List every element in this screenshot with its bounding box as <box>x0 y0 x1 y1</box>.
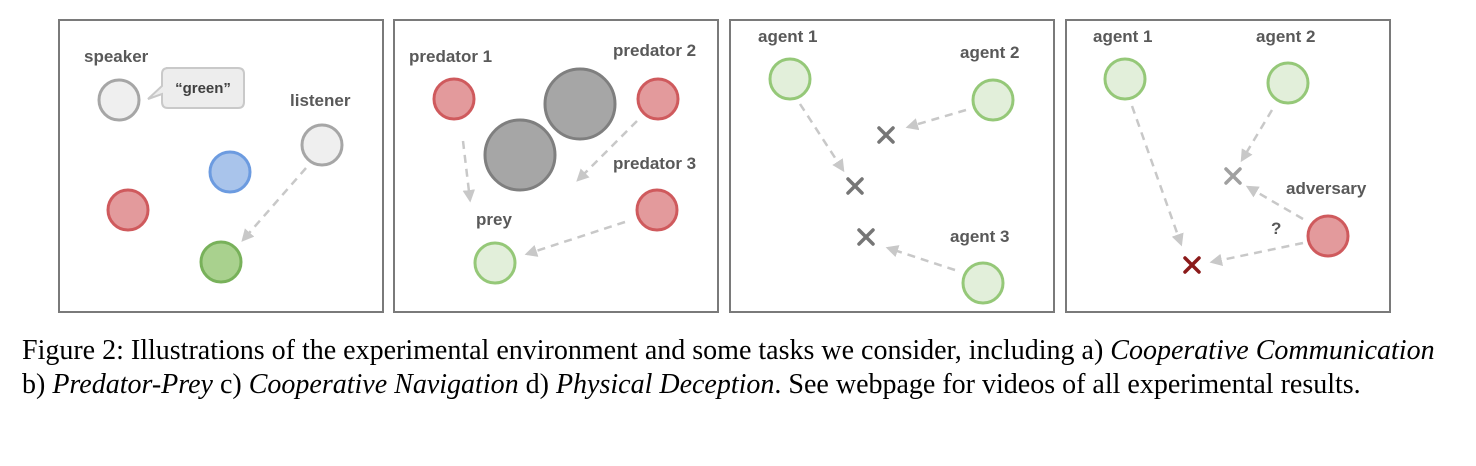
adversary-agent <box>1306 214 1350 258</box>
listener-agent <box>300 123 344 167</box>
panel-c-cooperative-navigation: agent 1 agent 2 agent 3 <box>729 19 1055 313</box>
panel-d-physical-deception: agent 1 agent 2 adversary ? <box>1065 19 1391 313</box>
figure-caption: Figure 2: Illustrations of the experimen… <box>22 334 1462 402</box>
agent3 <box>961 261 1005 305</box>
predator3-label: predator 3 <box>613 154 696 173</box>
agent3-path-arrow <box>885 245 956 272</box>
adversary-label: adversary <box>1286 179 1367 198</box>
caption-task-c: Cooperative Navigation <box>248 369 519 400</box>
speaker-agent <box>97 78 141 122</box>
predator2-label: predator 2 <box>613 41 696 60</box>
utterance-text: “green” <box>175 80 231 97</box>
agent1-path-arrow <box>1130 105 1184 247</box>
panel-d-frame <box>1065 19 1391 313</box>
prey-label: prey <box>476 210 512 229</box>
obstacle-large-top <box>543 67 617 141</box>
landmark-cross-1 <box>877 126 895 144</box>
caption-prefix: Figure 2: Illustrations of the experimen… <box>22 335 1104 366</box>
caption-suffix: . See webpage for videos of all experime… <box>774 369 1361 400</box>
listener-path-arrow <box>241 167 307 242</box>
predator2-agent <box>636 77 680 121</box>
predator1-label: predator 1 <box>409 47 492 66</box>
agent2-label: agent 2 <box>1256 27 1316 46</box>
predator1-agent <box>432 77 476 121</box>
question-mark: ? <box>1271 219 1281 238</box>
agent2-label: agent 2 <box>960 43 1020 62</box>
predator3-path-arrow <box>524 220 626 257</box>
caption-task-a: Cooperative Communication <box>1110 335 1435 366</box>
caption-b-label: b) <box>22 369 46 400</box>
agent1-label: agent 1 <box>1093 27 1153 46</box>
prey-agent <box>473 241 517 285</box>
agent2-path-arrow <box>905 108 967 131</box>
caption-d-label: d) <box>525 369 549 400</box>
panel-a-cooperative-communication: speaker “green” listener <box>58 19 384 313</box>
agent1 <box>1103 57 1147 101</box>
landmark-blue <box>208 150 252 194</box>
panel-b-frame <box>393 19 719 313</box>
adversary-path-arrow-to-decoy <box>1245 185 1304 221</box>
panel-b-predator-prey: predator 1 predator 2 predator 3 prey <box>393 19 719 313</box>
agent2 <box>971 78 1015 122</box>
obstacle-large-bottom <box>483 118 557 192</box>
agent1-label: agent 1 <box>758 27 818 46</box>
caption-task-d: Physical Deception <box>555 369 775 400</box>
landmark-green <box>199 240 243 284</box>
landmark-cross-2 <box>846 177 864 195</box>
predator3-agent <box>635 188 679 232</box>
landmark-red <box>106 188 150 232</box>
adversary-path-arrow-to-target <box>1209 241 1304 267</box>
predator1-path-arrow <box>461 140 476 203</box>
panel-c-frame <box>729 19 1055 313</box>
decoy-cross <box>1224 167 1242 185</box>
agent3-label: agent 3 <box>950 227 1010 246</box>
target-cross <box>1183 256 1201 274</box>
agent2 <box>1266 61 1310 105</box>
speech-bubble: “green” <box>147 67 245 109</box>
caption-c-label: c) <box>219 369 242 400</box>
landmark-cross-3 <box>857 228 875 246</box>
speaker-label: speaker <box>84 47 149 66</box>
listener-label: listener <box>290 91 351 110</box>
figure-illustrations: speaker “green” listener predator 1 pred… <box>58 19 1391 313</box>
agent1 <box>768 57 812 101</box>
caption-task-b: Predator-Prey <box>52 369 213 400</box>
agent2-path-arrow <box>1240 109 1274 163</box>
